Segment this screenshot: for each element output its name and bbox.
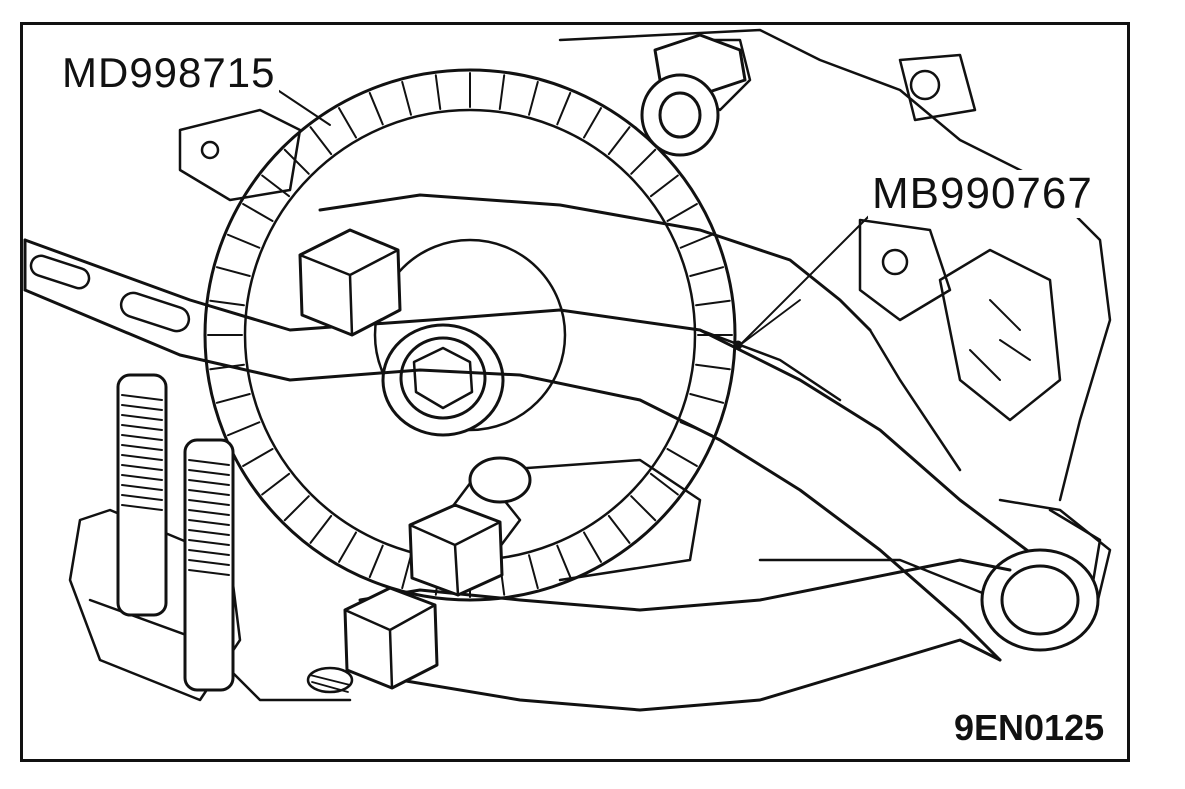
- hex-nut-upper: [298, 228, 402, 337]
- sprocket-tooth: [556, 544, 572, 579]
- camshaft-sprocket: [203, 68, 737, 602]
- sprocket-tooth: [689, 266, 725, 277]
- stud-thread: [188, 529, 230, 536]
- label-mb990767: MB990767: [868, 170, 1097, 218]
- stud-thread: [121, 394, 163, 401]
- sprocket-tooth: [556, 91, 572, 126]
- sprocket-tooth: [401, 80, 412, 116]
- sprocket-tooth: [309, 514, 333, 544]
- sprocket-tooth: [226, 233, 261, 249]
- sprocket-tooth: [607, 126, 631, 156]
- stud-thread: [121, 474, 163, 481]
- stud-thread: [121, 424, 163, 431]
- sprocket-tooth: [695, 299, 731, 307]
- housing-bolt-top: [640, 33, 747, 157]
- stud-thread: [121, 464, 163, 471]
- stud-thread: [121, 444, 163, 451]
- sprocket-tooth: [242, 448, 274, 467]
- sprocket-tooth: [583, 531, 602, 563]
- stud-thread: [188, 499, 230, 506]
- sprocket-tooth: [695, 363, 731, 371]
- sprocket-tooth: [283, 148, 310, 175]
- sprocket-tooth: [666, 203, 698, 222]
- stud-thread: [121, 484, 163, 491]
- stud-thread: [188, 469, 230, 476]
- sprocket-tooth: [583, 107, 602, 139]
- sprocket-tooth: [338, 531, 357, 563]
- stud-thread: [188, 569, 230, 576]
- stud-thread: [188, 519, 230, 526]
- sprocket-tooth: [434, 74, 442, 110]
- leader-line-md998715: [269, 84, 331, 126]
- stud-right: [183, 438, 235, 692]
- hex-nut-middle: [408, 503, 504, 597]
- stud-thread: [121, 494, 163, 501]
- sprocket-tooth: [226, 421, 261, 437]
- sprocket-tooth: [261, 472, 291, 496]
- stud-thread: [188, 549, 230, 556]
- sprocket-tooth: [338, 107, 357, 139]
- sprocket-tooth: [209, 299, 245, 307]
- figure-id: 9EN0125: [950, 708, 1109, 748]
- sprocket-tooth: [242, 203, 274, 222]
- sprocket-center-bolt: [381, 323, 505, 437]
- sprocket-tooth: [498, 74, 506, 110]
- hex-nut-lower: [343, 586, 439, 690]
- stud-left: [116, 373, 168, 617]
- stud-thread: [121, 414, 163, 421]
- sprocket-tooth: [649, 472, 679, 496]
- sprocket-tooth: [689, 393, 725, 404]
- stud-thread: [188, 479, 230, 486]
- sprocket-tooth: [401, 554, 412, 590]
- wrench-mb990767: [23, 193, 1112, 662]
- sprocket-tooth: [630, 495, 657, 522]
- label-md998715: MD998715: [58, 50, 280, 96]
- sprocket-tooth: [649, 174, 679, 198]
- sprocket-tooth: [679, 233, 714, 249]
- stud-thread: [188, 459, 230, 466]
- leader-line-mb990767: [739, 214, 871, 346]
- sprocket-tooth: [630, 148, 657, 175]
- sprocket-tooth: [666, 448, 698, 467]
- stud-thread: [121, 434, 163, 441]
- sprocket-tooth: [368, 544, 384, 579]
- stud-thread: [121, 454, 163, 461]
- sprocket-tooth: [607, 514, 631, 544]
- sprocket-tooth: [528, 554, 539, 590]
- sprocket-tooth: [215, 393, 251, 404]
- sprocket-tooth: [283, 495, 310, 522]
- sprocket-tooth: [261, 174, 291, 198]
- sprocket-tooth: [215, 266, 251, 277]
- sprocket-tooth: [528, 80, 539, 116]
- stud-thread: [188, 559, 230, 566]
- stud-thread: [188, 489, 230, 496]
- stud-thread: [188, 509, 230, 516]
- sprocket-tooth: [368, 91, 384, 126]
- stud-thread: [121, 404, 163, 411]
- stud-thread: [121, 504, 163, 511]
- stud-thread: [188, 539, 230, 546]
- sprocket-tooth: [309, 126, 333, 156]
